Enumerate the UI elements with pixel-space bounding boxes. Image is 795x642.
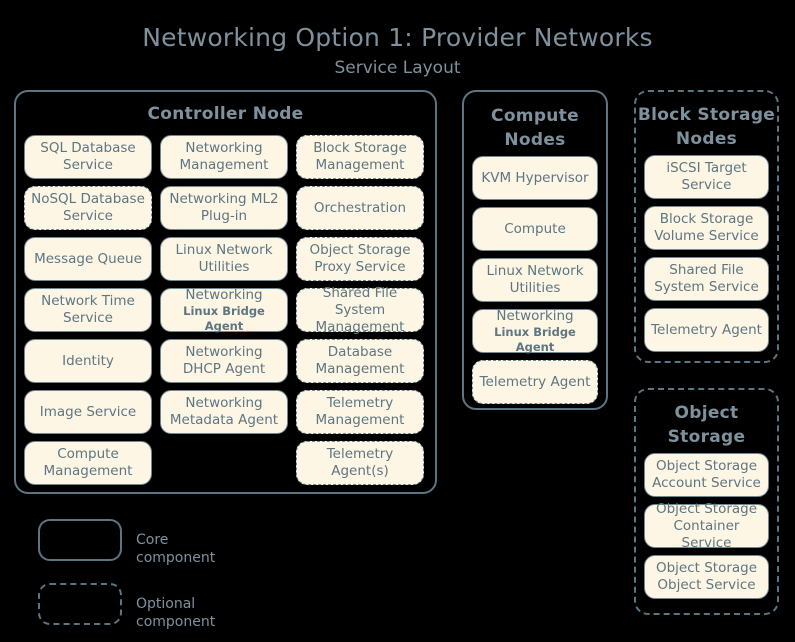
service-pill[interactable]: Message Queue xyxy=(24,237,152,281)
service-pill-label: KVM Hypervisor xyxy=(481,169,589,186)
service-pill[interactable]: NoSQL Database Service xyxy=(24,186,152,230)
service-pill[interactable]: Networking Management xyxy=(160,135,288,179)
service-pill-label: Object Storage Object Service xyxy=(655,560,758,593)
service-pill[interactable]: Identity xyxy=(24,339,152,383)
service-pill-label: Linux Network Utilities xyxy=(175,242,273,275)
service-pill-sublabel: Linux Bridge Agent xyxy=(494,324,576,354)
controller-node-title: Controller Node xyxy=(147,104,304,124)
service-pill[interactable]: Networking ML2 Plug-in xyxy=(160,186,288,230)
service-pill[interactable]: Telemetry Agent xyxy=(472,360,598,404)
service-pill-label: iSCSI Target Service xyxy=(666,160,747,193)
service-pill-label: Compute Management xyxy=(43,446,133,479)
service-pill-label: Networking xyxy=(185,286,263,303)
compute-nodes-container: Compute Nodes xyxy=(462,90,608,410)
page-subtitle: Service Layout xyxy=(334,58,461,78)
service-pill[interactable]: Block Storage Volume Service xyxy=(644,206,769,250)
service-pill-label: Shared File System Management xyxy=(315,284,405,335)
legend-core-label: Core component xyxy=(136,532,216,566)
service-pill-label: Compute xyxy=(504,220,566,237)
service-pill-label: Telemetry Agent xyxy=(651,321,762,338)
service-pill-label: Image Service xyxy=(39,403,137,420)
service-pill[interactable]: Telemetry Management xyxy=(296,390,424,434)
service-pill-label: Telemetry Management xyxy=(315,395,405,428)
service-pill[interactable]: SQL Database Service xyxy=(24,135,152,179)
title-block: Networking Option 1: Provider Networks S… xyxy=(0,22,795,80)
service-pill[interactable]: Linux Network Utilities xyxy=(160,237,288,281)
compute-nodes-title: Compute Nodes xyxy=(491,106,579,150)
service-pill-label: Message Queue xyxy=(34,250,142,267)
service-pill[interactable]: Object Storage Proxy Service xyxy=(296,237,424,281)
service-pill-label: Orchestration xyxy=(313,199,407,216)
service-pill-label: Telemetry Agent xyxy=(479,373,591,390)
service-pill-sublabel: Linux Bridge Agent xyxy=(183,303,265,333)
block-storage-nodes-title: Block Storage Nodes xyxy=(637,105,776,149)
service-pill[interactable]: Shared File System Management xyxy=(296,285,424,335)
service-pill-label: Networking ML2 Plug-in xyxy=(169,191,279,224)
service-pill[interactable]: Object Storage Account Service xyxy=(644,453,769,497)
service-pill[interactable]: Network Time Service xyxy=(24,288,152,332)
service-pill[interactable]: Compute xyxy=(472,207,598,251)
service-pill-label: Object Storage Account Service xyxy=(652,458,761,491)
service-pill-label: NoSQL Database Service xyxy=(31,191,145,224)
service-pill[interactable]: Telemetry Agent xyxy=(644,308,769,352)
service-pill-label: Networking Metadata Agent xyxy=(169,395,279,428)
service-pill-label: Networking xyxy=(496,307,574,324)
service-pill[interactable]: Networking Metadata Agent xyxy=(160,390,288,434)
block-storage-nodes-container: Block Storage Nodes xyxy=(634,90,779,363)
service-pill[interactable]: Database Management xyxy=(296,339,424,383)
service-pill[interactable]: Networking DHCP Agent xyxy=(160,339,288,383)
service-pill[interactable]: KVM Hypervisor xyxy=(472,156,598,200)
service-pill-label: Linux Network Utilities xyxy=(486,263,584,296)
service-pill[interactable]: Image Service xyxy=(24,390,152,434)
service-pill-label: Network Time Service xyxy=(41,293,135,326)
legend-optional-label: Optional component xyxy=(136,596,216,630)
service-pill[interactable]: iSCSI Target Service xyxy=(644,155,769,199)
service-pill-label: Telemetry Agent(s) xyxy=(326,446,394,479)
service-pill[interactable]: Shared File System Service xyxy=(644,257,769,301)
service-pill[interactable]: Object Storage Container Service xyxy=(644,501,769,551)
service-pill-label: SQL Database Service xyxy=(40,140,136,173)
service-pill-label: Networking Management xyxy=(179,140,269,173)
service-pill[interactable]: Orchestration xyxy=(296,186,424,230)
service-pill-label: Database Management xyxy=(315,344,405,377)
service-pill-label: Block Storage Volume Service xyxy=(654,211,759,244)
service-pill-label: Identity xyxy=(62,352,114,369)
service-pill-label: Block Storage Management xyxy=(313,140,407,173)
legend-optional-swatch xyxy=(38,583,122,625)
service-pill[interactable]: Compute Management xyxy=(24,441,152,485)
service-pill-label: Shared File System Service xyxy=(654,262,759,295)
service-pill-label: Networking DHCP Agent xyxy=(182,344,266,377)
service-pill[interactable]: Telemetry Agent(s) xyxy=(296,441,424,485)
service-pill-label: Object Storage Proxy Service xyxy=(309,242,411,275)
service-pill[interactable]: Object Storage Object Service xyxy=(644,555,769,599)
legend-core-swatch xyxy=(38,519,122,561)
service-pill[interactable]: Block Storage Management xyxy=(296,135,424,179)
service-pill-label: Object Storage Container Service xyxy=(655,500,758,551)
controller-node-container: Controller Node xyxy=(14,90,437,494)
service-pill[interactable]: Linux Network Utilities xyxy=(472,258,598,302)
page-title: Networking Option 1: Provider Networks xyxy=(142,23,653,52)
